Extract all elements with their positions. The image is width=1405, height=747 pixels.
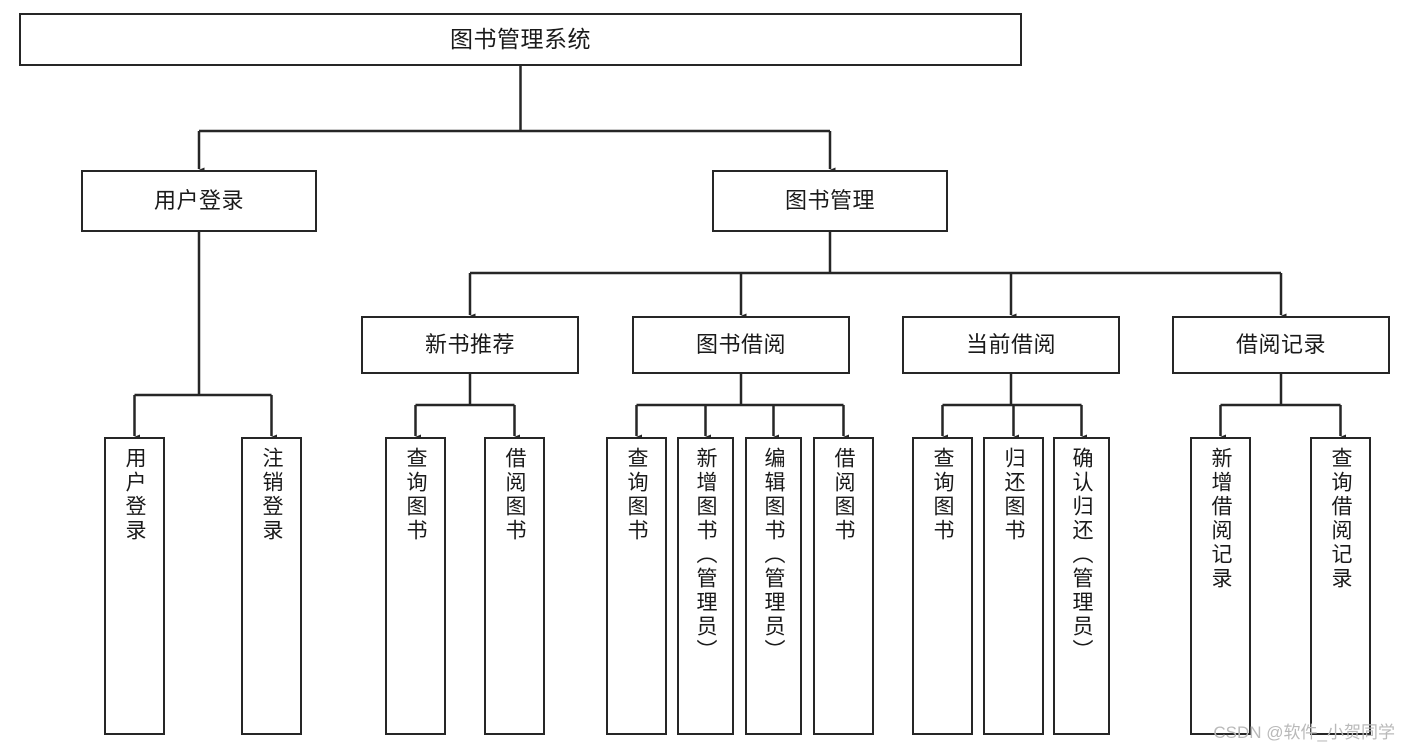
node-label: 新增借阅记录 [1209, 447, 1232, 591]
node-label: 归还图书 [1002, 447, 1025, 543]
node-leaf-borrow-book-1[interactable]: 借阅图书 [484, 437, 545, 735]
node-leaf-edit-book-admin[interactable]: 编辑图书（管理员） [745, 437, 802, 735]
node-leaf-user-login[interactable]: 用户登录 [104, 437, 165, 735]
node-root-book-management-system[interactable]: 图书管理系统 [19, 13, 1022, 66]
node-leaf-add-book-admin[interactable]: 新增图书（管理员） [677, 437, 734, 735]
node-label: 查询图书 [625, 447, 648, 543]
node-label: 新书推荐 [424, 332, 515, 358]
node-label: 当前借阅 [965, 332, 1056, 358]
node-label: 借阅记录 [1235, 332, 1326, 358]
node-label: 图书管理系统 [450, 25, 591, 52]
node-label: 图书管理 [784, 188, 875, 214]
node-leaf-return-book[interactable]: 归还图书 [983, 437, 1044, 735]
node-label: 确认归还（管理员） [1070, 447, 1093, 663]
node-leaf-confirm-return-admin[interactable]: 确认归还（管理员） [1053, 437, 1110, 735]
node-borrowing-record[interactable]: 借阅记录 [1172, 316, 1390, 374]
node-user-login[interactable]: 用户登录 [81, 170, 317, 232]
node-current-borrowing[interactable]: 当前借阅 [902, 316, 1120, 374]
node-new-book-recommendation[interactable]: 新书推荐 [361, 316, 579, 374]
watermark: CSDN @软件_小贺同学 [1213, 723, 1395, 742]
edge-paths [129, 66, 1346, 444]
node-label: 借阅图书 [503, 447, 526, 543]
node-book-borrowing[interactable]: 图书借阅 [632, 316, 850, 374]
node-leaf-add-borrow-record[interactable]: 新增借阅记录 [1190, 437, 1251, 735]
node-label: 注销登录 [260, 447, 283, 543]
node-leaf-query-book-3[interactable]: 查询图书 [912, 437, 973, 735]
node-label: 用户登录 [123, 447, 146, 543]
node-label: 图书借阅 [695, 332, 786, 358]
node-leaf-borrow-book-2[interactable]: 借阅图书 [813, 437, 874, 735]
node-leaf-logout[interactable]: 注销登录 [241, 437, 302, 735]
node-label: 查询借阅记录 [1329, 447, 1352, 591]
node-leaf-query-borrow-record[interactable]: 查询借阅记录 [1310, 437, 1371, 735]
node-book-management[interactable]: 图书管理 [712, 170, 948, 232]
node-label: 查询图书 [404, 447, 427, 543]
node-label: 新增图书（管理员） [694, 447, 717, 663]
node-leaf-query-book-2[interactable]: 查询图书 [606, 437, 667, 735]
node-leaf-query-book-1[interactable]: 查询图书 [385, 437, 446, 735]
node-label: 编辑图书（管理员） [762, 447, 785, 663]
node-label: 查询图书 [931, 447, 954, 543]
node-label: 用户登录 [153, 188, 244, 214]
node-label: 借阅图书 [832, 447, 855, 543]
